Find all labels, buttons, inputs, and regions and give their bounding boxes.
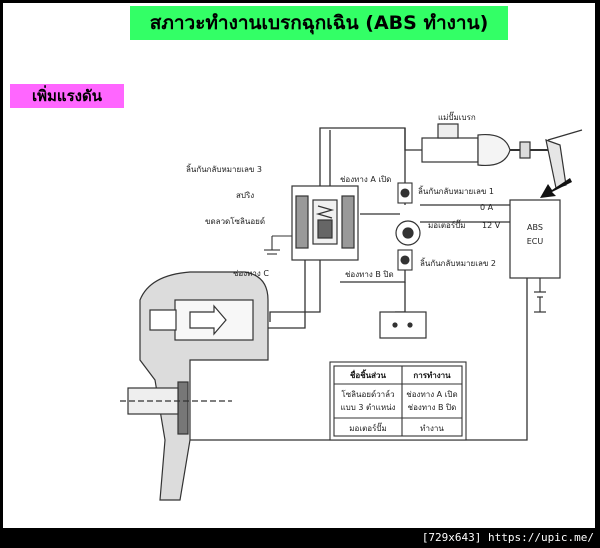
- table-cell-pump-running: ทำงาน: [420, 424, 444, 433]
- ecu-label-line2: ECU: [527, 237, 544, 246]
- image-host-watermark: [729x643] https://upic.me/: [421, 531, 594, 544]
- table-cell-solenoid-line2: แบบ 3 ตำแหน่ง: [341, 403, 396, 412]
- spring-label: สปริง: [236, 191, 254, 200]
- check-valve-3-label: ลิ้นกันกลับหมายเลข 3: [186, 163, 262, 174]
- status-table: [329, 361, 467, 441]
- table-cell-solenoid-line1: โซลินอยด์วาล์ว: [341, 389, 394, 399]
- pedal-force-arrow: [540, 178, 572, 198]
- table-header-operation: การทำงาน: [413, 371, 451, 380]
- port-c-label: ช่องทาง C: [233, 269, 269, 278]
- table-header-part: ชื่อชิ้นส่วน: [350, 369, 387, 380]
- table-cell-pump-motor: มอเตอร์ปั๊ม: [349, 422, 386, 433]
- check-valve-2-label: ลิ้นกันกลับหมายเลข 2: [420, 257, 496, 268]
- check-valve-2: [397, 249, 413, 271]
- pump-motor-label: มอเตอร์ปั๊ม: [428, 219, 465, 230]
- port-b-closed-label: ช่องทาง B ปิด: [345, 270, 394, 279]
- reservoir: [379, 311, 427, 339]
- voltage-reading: 12 V: [482, 221, 501, 230]
- battery-symbol: [534, 278, 546, 313]
- pump-motor: [395, 220, 421, 246]
- check-valve-1-label: ลิ้นกันกลับหมายเลข 1: [418, 185, 494, 196]
- check-valve-1: [397, 182, 413, 204]
- port-a-open-label: ช่องทาง A เปิด: [340, 175, 391, 184]
- wheel-brake-assembly: [120, 271, 269, 501]
- slide-title: สภาวะทำงานเบรกฉุกเฉิน (ABS ทำงาน): [130, 6, 508, 40]
- solenoid-coil-label: ขดลวดโซลินอยด์: [205, 216, 265, 226]
- pressure-increase-label: เพิ่มแรงดัน: [10, 84, 124, 108]
- table-cell-port-b-closed: ช่องทาง B ปิด: [408, 403, 457, 412]
- abs-ecu-box: [509, 199, 561, 279]
- brake-booster-assembly: [421, 123, 583, 189]
- image-host-footer: [729x643] https://upic.me/: [0, 528, 600, 548]
- ecu-label-line1: ABS: [527, 223, 543, 232]
- ground-symbol: [264, 235, 292, 255]
- current-reading: 0 A: [480, 203, 494, 212]
- master-cylinder-label: แม่ปั๊มเบรก: [438, 111, 476, 122]
- table-cell-port-a-open: ช่องทาง A เปิด: [406, 390, 457, 399]
- solenoid-valve: [291, 185, 359, 261]
